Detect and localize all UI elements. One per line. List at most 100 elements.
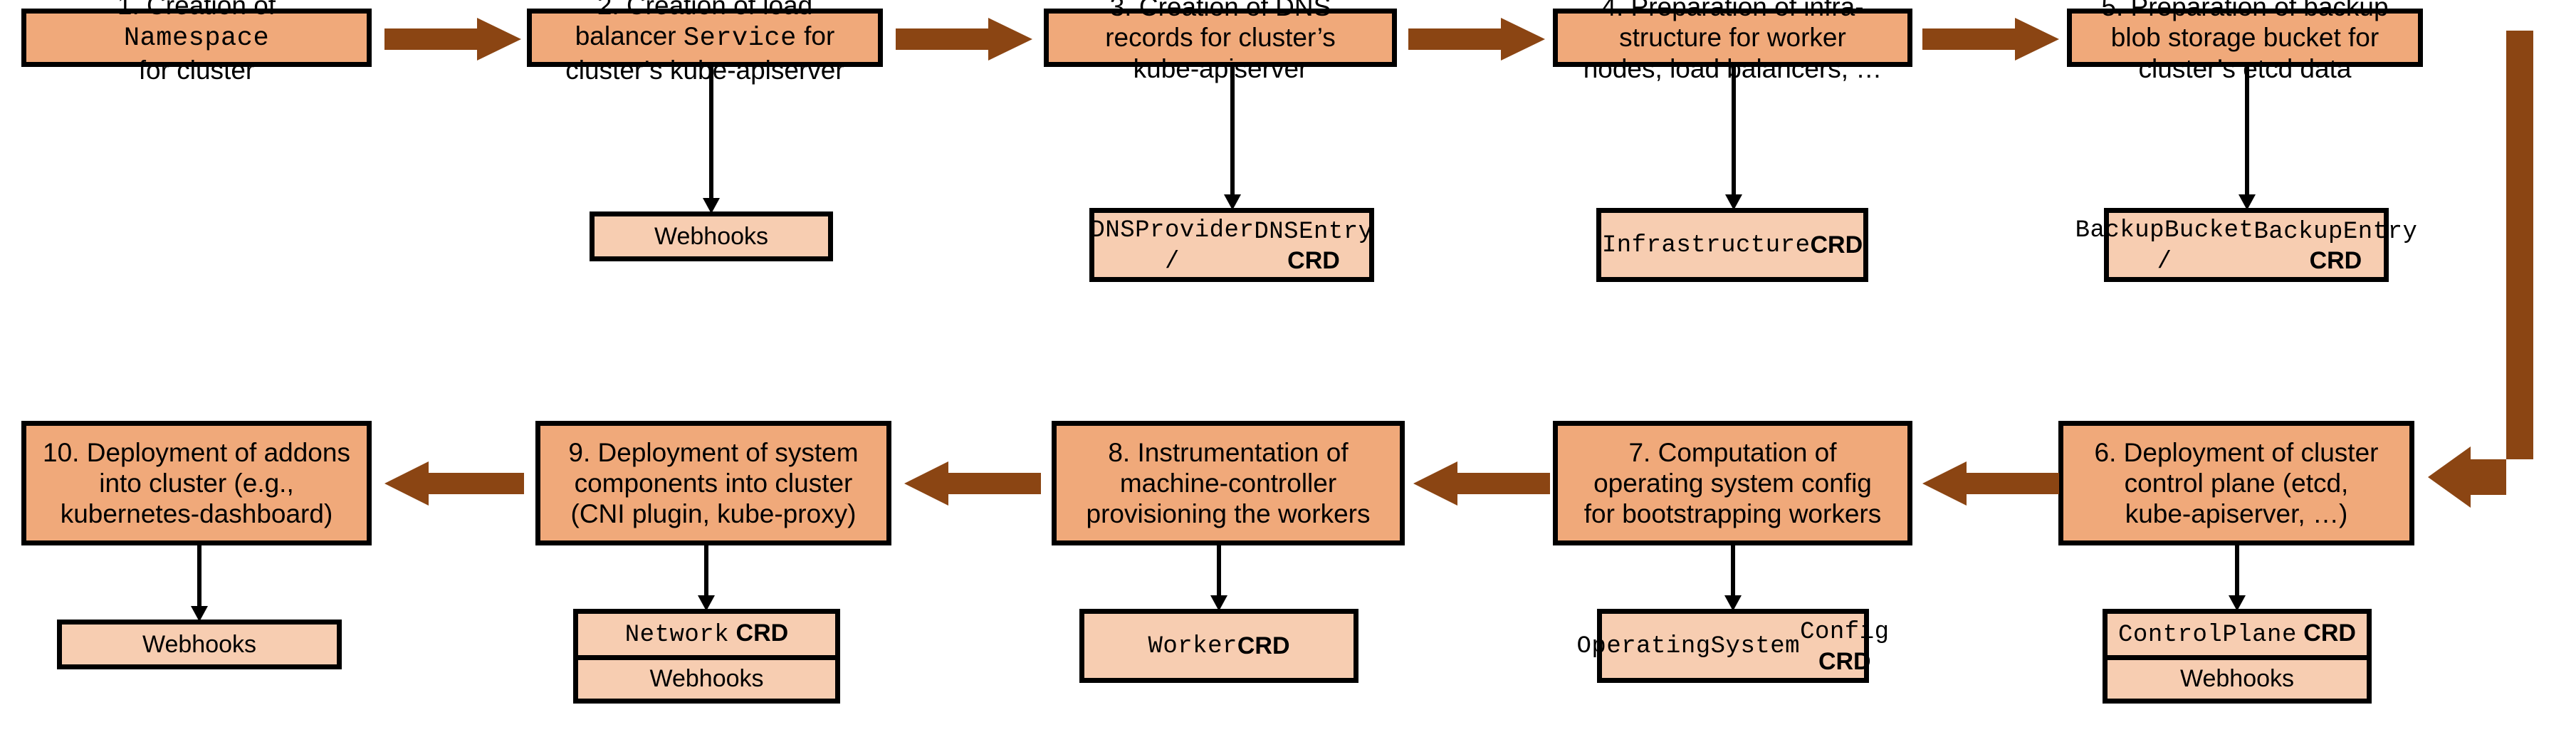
- text-line: cluster’s kube-apiserver: [539, 55, 871, 85]
- text-run: CRD: [1818, 647, 1871, 675]
- text-run: CRD: [1810, 231, 1863, 258]
- artifact-arrow-step-4: [1723, 67, 1744, 210]
- text-line: 10. Deployment of addons: [33, 437, 360, 468]
- artifact-box-backupbucket-crd[interactable]: BackupBucket /BackupEntry CRD: [2075, 208, 2417, 282]
- text-run: Network: [624, 621, 730, 649]
- text-run: 9. Deployment of system: [568, 437, 859, 467]
- text-line: for cluster: [33, 55, 360, 85]
- text-line: DNSEntry CRD: [1254, 216, 1373, 276]
- artifact-box-webhooks-10[interactable]: Webhooks: [57, 620, 342, 669]
- artifact-segment: Webhooks: [595, 216, 828, 256]
- text-run: Infrastructure: [1601, 232, 1811, 260]
- text-line: BackupEntry CRD: [2253, 216, 2417, 276]
- artifact-segment: Webhooks: [62, 625, 337, 664]
- text-run: provisioning the workers: [1086, 499, 1371, 529]
- artifact-box-webhooks-2[interactable]: Webhooks: [590, 211, 833, 261]
- artifact-segment-controlplane-crd: ControlPlane CRD: [2108, 614, 2367, 655]
- artifact-box-network-crd-webhooks[interactable]: Network CRD Webhooks: [573, 609, 840, 704]
- text-run: for: [796, 21, 835, 51]
- artifact-segment-webhooks: Webhooks: [578, 654, 835, 699]
- text-run: BackupEntry: [2253, 218, 2418, 246]
- text-line: into cluster (e.g.,: [33, 468, 360, 498]
- text-run: 7. Computation of: [1628, 437, 1837, 467]
- text-line: kubernetes-dashboard): [33, 498, 360, 529]
- text-line: 1. Creation of: [33, 0, 360, 21]
- text-run: 5. Preparation of backup: [2101, 0, 2389, 22]
- text-line: control plane (etcd,: [2070, 468, 2402, 498]
- text-line: OperatingSystem: [1577, 630, 1801, 662]
- text-run: for cluster: [138, 55, 255, 85]
- text-run: (CNI plugin, kube-proxy): [570, 499, 857, 529]
- text-run: Config: [1800, 618, 1890, 646]
- text-line: for bootstrapping workers: [1565, 498, 1900, 529]
- text-line: BackupBucket /: [2075, 214, 2254, 277]
- text-line: 8. Instrumentation of: [1064, 437, 1393, 468]
- text-line: Namespace: [33, 21, 360, 54]
- text-run: Webhooks: [142, 630, 257, 658]
- text-line: kube-apiserver, …): [2070, 498, 2402, 529]
- text-run: BackupBucket /: [2075, 217, 2254, 276]
- text-run: Webhooks: [2179, 665, 2295, 693]
- artifact-arrow-step-7: [1722, 545, 1744, 611]
- step-box-4[interactable]: 4. Preparation of infra-structure for wo…: [1553, 0, 1912, 83]
- text-line: Webhooks: [649, 664, 763, 694]
- artifact-arrow-step-8: [1208, 545, 1230, 611]
- text-line: 4. Preparation of infra-: [1565, 0, 1900, 22]
- text-run: balancer: [575, 21, 684, 51]
- artifact-box-controlplane-crd-webhooks[interactable]: ControlPlane CRD Webhooks: [2103, 609, 2372, 704]
- text-run: records for cluster’s: [1105, 23, 1336, 53]
- text-line: operating system config: [1565, 468, 1900, 498]
- text-line: Infrastructure: [1602, 229, 1811, 261]
- text-line: 5. Preparation of backup: [2079, 0, 2411, 22]
- artifact-segment-network-crd: Network CRD: [578, 614, 835, 655]
- text-line: balancer Service for: [539, 21, 871, 54]
- text-run: CRD: [2296, 619, 2356, 647]
- text-run: operating system config: [1593, 468, 1872, 498]
- flow-arrow-2-to-3: [896, 18, 1032, 61]
- text-run: 3. Creation of DNS: [1109, 0, 1331, 22]
- artifact-box-dnsprovider-crd[interactable]: DNSProvider /DNSEntry CRD: [1089, 208, 1374, 282]
- artifact-segment-webhooks: Webhooks: [2108, 654, 2367, 699]
- text-line: components into cluster: [548, 468, 879, 498]
- flow-arrow-1-to-2: [384, 18, 521, 61]
- text-line: 7. Computation of: [1565, 437, 1900, 468]
- text-run: kube-apiserver: [1133, 53, 1308, 83]
- text-run: Worker: [1148, 633, 1237, 661]
- text-run: cluster’s kube-apiserver: [565, 55, 844, 85]
- text-run: CRD: [729, 619, 789, 647]
- text-line: machine-controller: [1064, 468, 1393, 498]
- text-line: CRD: [1237, 632, 1290, 661]
- text-line: provisioning the workers: [1064, 498, 1393, 529]
- text-run: cluster’s etcd data: [2138, 53, 2352, 83]
- text-run: CRD: [1237, 632, 1290, 659]
- text-run: control plane (etcd,: [2124, 468, 2349, 498]
- artifact-arrow-step-3: [1222, 67, 1243, 210]
- artifact-arrow-step-2: [701, 67, 722, 214]
- text-run: kubernetes-dashboard): [60, 499, 333, 529]
- text-run: ControlPlane: [2118, 621, 2297, 649]
- text-run: OperatingSystem: [1576, 633, 1801, 661]
- text-run: Webhooks: [654, 222, 769, 250]
- artifact-arrow-step-10: [189, 545, 210, 622]
- text-run: blob storage bucket for: [2110, 23, 2379, 53]
